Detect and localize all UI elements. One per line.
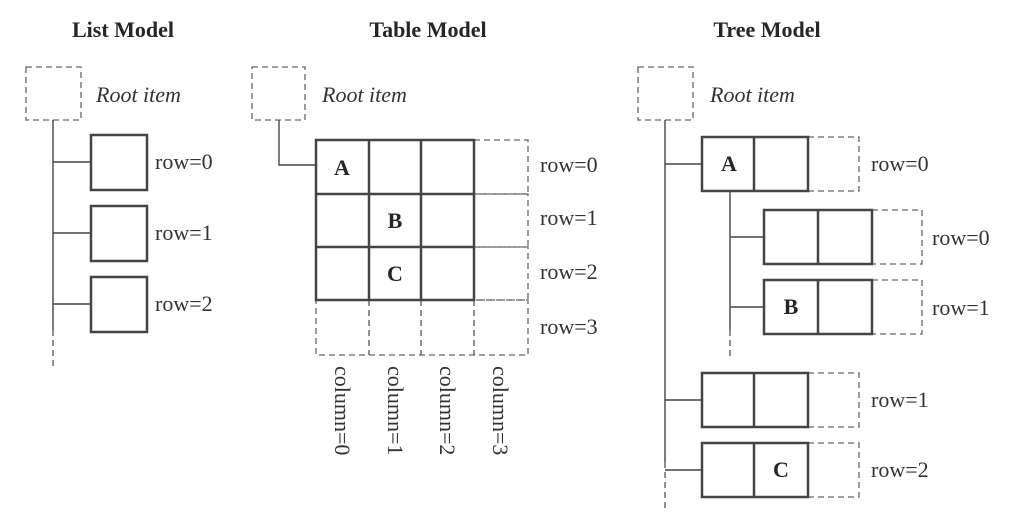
tree-empty-cell [807, 372, 860, 428]
list-root-label: Root item [95, 82, 181, 107]
tree-row-label: row=0 [871, 151, 929, 176]
list-model: List Model Root item row=0 row=1 row=2 [25, 17, 213, 368]
list-item-box [89, 204, 149, 263]
list-row-label: row=1 [155, 220, 213, 245]
tree-model: Tree Model Root item A row=0 row=0 B row… [637, 17, 990, 512]
table-column-label: column=0 [330, 366, 355, 455]
table-root-item [251, 66, 306, 121]
tree-cell-a: A [721, 151, 737, 176]
table-row-label: row=2 [540, 259, 598, 284]
table-row-label: row=1 [540, 205, 598, 230]
table-column-label: column=2 [435, 366, 460, 455]
table-connector [278, 120, 316, 166]
table-column-label: column=3 [488, 366, 513, 455]
table-empty-cell [473, 193, 529, 248]
tree-model-title: Tree Model [713, 17, 820, 42]
list-model-title: List Model [72, 17, 174, 42]
tree-root-item [637, 66, 694, 121]
table-row-label: row=0 [540, 152, 598, 177]
tree-child-row-label: row=0 [932, 225, 990, 250]
table-model: Table Model Root item A B C row=0 row=1 … [251, 17, 598, 455]
tree-child-row-label: row=1 [932, 295, 990, 320]
table-model-title: Table Model [369, 17, 486, 42]
table-cell-a: A [334, 155, 350, 180]
tree-empty-cell [807, 136, 860, 192]
list-item-box [89, 133, 149, 192]
table-column-label: column=1 [383, 366, 408, 455]
tree-root-label: Root item [709, 82, 795, 107]
list-row-label: row=2 [155, 291, 213, 316]
table-empty-cell [473, 139, 529, 195]
table-cell-b: B [388, 208, 403, 233]
tree-cell-c: C [773, 457, 789, 482]
tree-row-label: row=1 [871, 387, 929, 412]
table-root-label: Root item [321, 82, 407, 107]
tree-empty-cell [871, 209, 923, 265]
table-empty-cell [473, 246, 529, 301]
list-item-box [89, 275, 149, 334]
tree-row-label: row=2 [871, 457, 929, 482]
table-grid [314, 138, 476, 302]
table-row-label: row=3 [540, 314, 598, 339]
list-root-item [25, 66, 82, 121]
tree-cell-b: B [784, 294, 799, 319]
table-cell-c: C [387, 261, 403, 286]
list-row-label: row=0 [155, 149, 213, 174]
table-empty-row [315, 299, 529, 356]
tree-empty-cell [871, 279, 923, 335]
tree-empty-cell [807, 442, 860, 498]
